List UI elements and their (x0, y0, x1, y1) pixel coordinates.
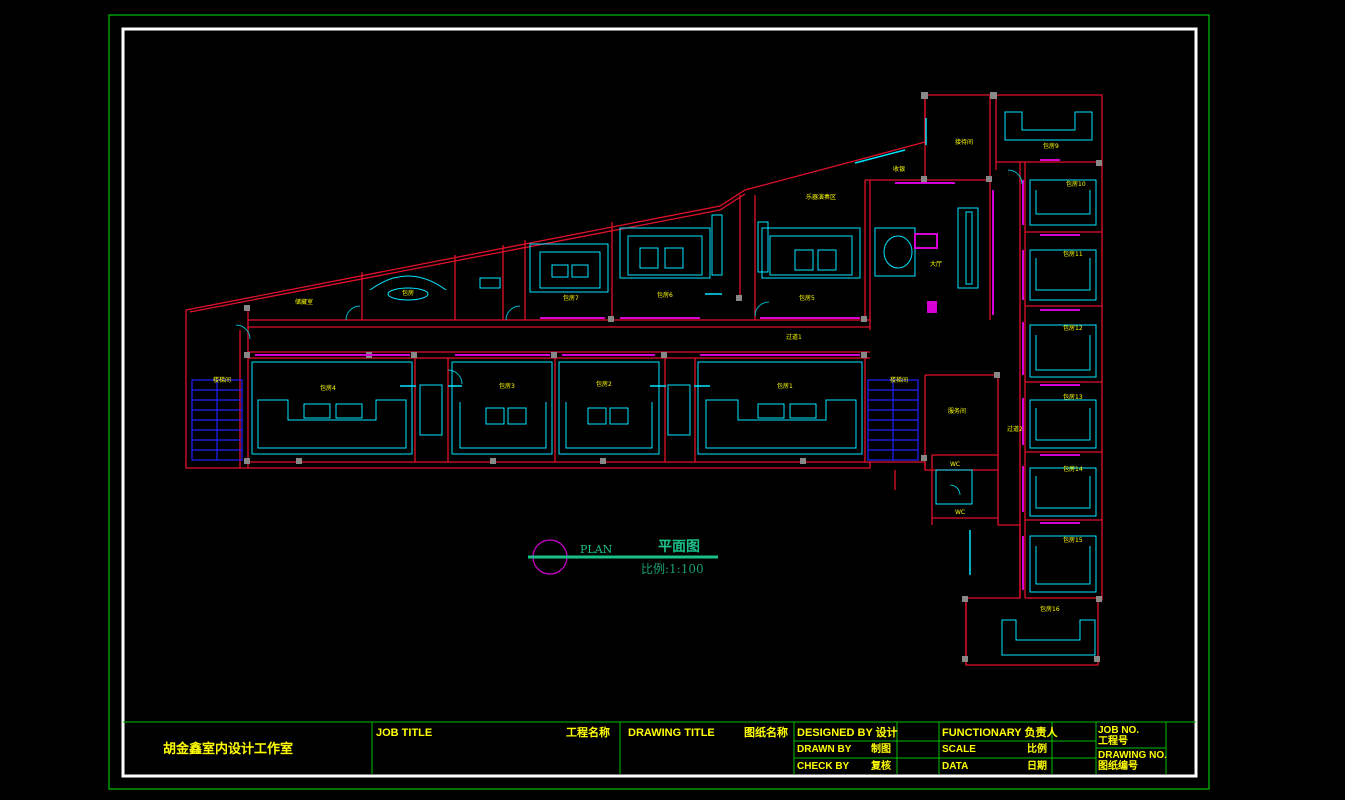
data-label: DATA (942, 761, 969, 772)
room-label-music: 乐器演奏区 (806, 194, 837, 201)
drawn-by-cn-label: 制图 (871, 744, 891, 755)
room-label-corridor1: 过道1 (786, 334, 802, 341)
drawing-title-label: DRAWING TITLE (628, 727, 715, 739)
room-label-b6: 包房6 (657, 292, 673, 299)
walls (185, 94, 1103, 666)
plan-scale: 比例:1:100 (641, 562, 704, 576)
outer-frame (108, 14, 1210, 790)
plan-label-cn: 平面图 (658, 539, 700, 555)
room-label-stairs-left: 楼梯间 (213, 377, 232, 384)
room-label-corridor2: 过道2 (1007, 426, 1023, 433)
data-cn-label: 日期 (1027, 761, 1047, 772)
doors (235, 169, 1023, 496)
drawing-no-cn-label: 图纸编号 (1098, 761, 1138, 772)
drawn-by-label: DRAWN BY (797, 744, 852, 755)
furniture (251, 111, 1097, 656)
scale-cn-label: 比例 (1027, 744, 1047, 755)
room-label-wc2: WC (955, 509, 966, 516)
job-no-label: JOB NO. (1098, 725, 1140, 736)
job-no-cn-label: 工程号 (1098, 736, 1128, 747)
room-label-b1: 包房1 (777, 383, 793, 390)
room-label-storage: 储藏室 (295, 299, 314, 306)
title-block-grid (123, 721, 1196, 774)
studio-name: 胡金鑫室内设计工作室 (163, 741, 294, 756)
room-label-b5: 包房5 (799, 295, 815, 302)
accents (255, 159, 1080, 590)
room-label-b13: 包房13 (1063, 394, 1083, 401)
room-label-b11: 包房11 (1063, 251, 1083, 258)
columns (244, 92, 1102, 662)
room-label-small: 包房 (402, 290, 415, 297)
job-title-label: JOB TITLE (376, 727, 433, 739)
room-label-office: 接待间 (955, 139, 974, 146)
windows (400, 118, 971, 575)
room-label-b7: 包房7 (563, 295, 579, 302)
room-label-cashier: 收银 (893, 166, 906, 173)
room-label-stairs-right: 楼梯间 (890, 377, 909, 384)
room-label-lobby: 大厅 (930, 261, 943, 268)
scale-label: SCALE (942, 744, 976, 755)
room-label-b12: 包房12 (1063, 325, 1083, 332)
drawing-no-label: DRAWING NO. (1098, 750, 1167, 761)
room-label-service: 服务间 (948, 408, 967, 415)
room-label-b4: 包房4 (320, 385, 336, 392)
plan-label-en: PLAN (580, 543, 613, 556)
room-label-b16: 包房16 (1040, 606, 1060, 613)
room-label-b15: 包房15 (1063, 537, 1083, 544)
check-by-label: CHECK BY (797, 761, 850, 772)
stairs (191, 379, 919, 461)
check-by-cn-label: 复核 (871, 761, 891, 772)
room-label-b3: 包房3 (499, 383, 515, 390)
designed-by-label: DESIGNED BY 设计 (797, 727, 898, 739)
job-title-cn-label: 工程名称 (566, 727, 610, 739)
room-label-b14: 包房14 (1063, 466, 1083, 473)
room-label-wc1: WC (950, 461, 961, 468)
functionary-label: FUNCTIONARY 负责人 (942, 727, 1058, 739)
room-label-b10: 包房10 (1066, 181, 1086, 188)
inner-frame (121, 27, 1198, 778)
drawing-title-cn-label: 图纸名称 (744, 727, 788, 739)
room-label-b2: 包房2 (596, 381, 612, 388)
room-label-b9: 包房9 (1043, 143, 1059, 150)
